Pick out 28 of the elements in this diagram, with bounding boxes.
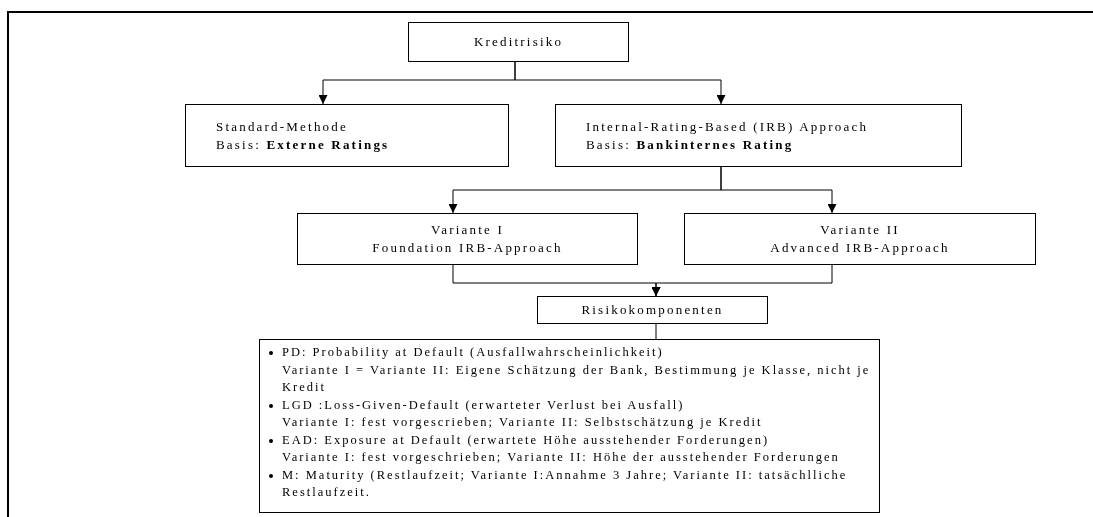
connector-line [655, 323, 657, 340]
node-subtitle: Basis: Externe Ratings [216, 135, 390, 154]
process-box [537, 296, 768, 324]
process-box [408, 22, 629, 62]
description-text: Variante I: fest vorgescrieben; Variante II: Selbstschätzung je Kredit [282, 415, 763, 429]
list-item-text: M: Maturity (Restlaufzeit; Variante I:Annahme 3 Jahre; Variante II: tatsächlliche Restlaufzeit. [282, 467, 848, 499]
text-box [259, 339, 880, 513]
process-box [555, 104, 962, 167]
arrow [720, 166, 837, 214]
node-title: Variante II [820, 221, 900, 239]
node-subtitle: Foundation IRB-Approach [372, 239, 563, 257]
node-subtitle: Advanced IRB-Approach [770, 239, 950, 257]
node-subtitle: Basis: Bankinternes Rating [586, 135, 794, 154]
list-item-text: LGD :Loss-Given-Default (erwarteter Verlust bei Ausfall) [282, 397, 685, 412]
description-text: Variante I: fest vorgeschrieben; Variante II: Höhe der ausstehender Forderungen [282, 450, 840, 464]
description-text: Variante I = Variante II: Eigene Schätzung der Bank, Bestimmung je Klasse, nicht je Kredit [282, 362, 871, 394]
node-title: Internal-Rating-Based (IRB) Approach [586, 117, 869, 136]
arrow [514, 61, 726, 105]
node-title: Risikokomponenten [581, 301, 724, 319]
node-title: Kreditrisiko [473, 33, 564, 51]
arrow [651, 264, 833, 297]
process-box [297, 213, 638, 265]
node-title: Standard-Methode [216, 117, 348, 136]
list-item-text: EAD: Exposure at Default (erwartete Höhe ausstehender Forderungen) [282, 432, 770, 447]
process-box [185, 104, 509, 167]
process-box [684, 213, 1036, 265]
list-item-text: PD: Probability at Default (Ausfallwahrscheinlichkeit) [282, 345, 664, 359]
node-title: Variante I [431, 221, 504, 239]
